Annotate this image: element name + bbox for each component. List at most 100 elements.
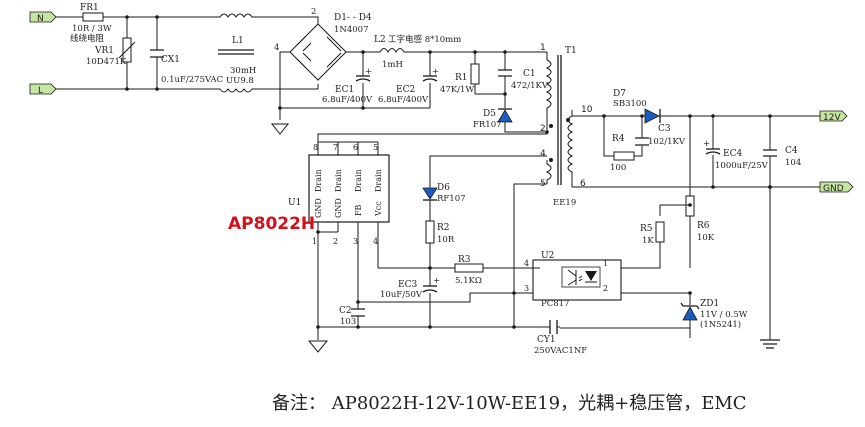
c3-value: 102/1KV (648, 137, 686, 147)
c3-ref: C3 (658, 124, 671, 134)
r2-resistor (425, 220, 435, 244)
r1-ref: R1 (455, 73, 468, 83)
d7-diode (644, 108, 660, 124)
fr1-value: 10R / 3W (72, 24, 112, 34)
u1-pin5: 5 (373, 143, 378, 152)
u1-part-label: AP8022H (228, 214, 315, 234)
c4-value: 104 (785, 158, 801, 168)
terminal-l (29, 83, 57, 95)
footer-note: 备注： AP8022H-12V-10W-EE19，光耦+稳压管，EMC (272, 393, 747, 414)
u2-ref: U2 (541, 251, 554, 261)
u1-pin7: 7 (333, 143, 338, 152)
r5-resistor (655, 221, 665, 243)
l1-ref: L1 (232, 36, 244, 46)
u1-pin8: 8 (313, 143, 318, 152)
fr1-note: 线绕电阻 (70, 33, 105, 44)
l2-desc: 工字电感 8*10mm (388, 34, 461, 45)
ec3-value: 10uF/50V (380, 290, 423, 300)
u2-pin4: 4 (524, 259, 529, 268)
terminal-l-label: L (38, 86, 43, 96)
l2-ref: L2 (374, 35, 386, 45)
d6-value: RF107 (437, 194, 466, 204)
u1-drain-3: Drain (354, 169, 363, 192)
l1-value2: UU9.8 (226, 76, 254, 86)
u1-pin6: 6 (353, 143, 358, 152)
t1-pin6: 6 (580, 179, 586, 189)
l1-value: 30mH (230, 66, 256, 76)
u1-label-vcc: Vcc (374, 201, 383, 217)
d6-ref: D6 (437, 183, 450, 193)
d5-ref: D5 (483, 109, 496, 119)
c1-ref: C1 (523, 69, 536, 79)
bridge-pin4: 4 (274, 43, 279, 53)
d1d4-value: 1N4007 (334, 25, 368, 35)
bridge-pin2: 2 (311, 7, 316, 17)
cy1-value: 250VAC1NF (534, 346, 587, 356)
r5-ref: R5 (640, 224, 653, 234)
ec4-ref: EC4 (723, 149, 742, 159)
t1-core: EE19 (553, 198, 576, 208)
r4-ref: R4 (612, 134, 625, 144)
c1-value: 472/1KV (511, 81, 549, 91)
vr1-ref: VR1 (94, 46, 114, 56)
c4-ref: C4 (785, 146, 798, 156)
d1d4-ref: D1- - D4 (334, 13, 372, 23)
t1-pin2: 2 (540, 124, 546, 134)
d7-ref: D7 (613, 89, 626, 99)
r6-ref: R6 (697, 221, 710, 231)
bridge-rectifier (289, 23, 347, 81)
ec1-value: 6.8uF/400V (322, 95, 373, 105)
cx1-value: 0.1uF/275VAC (161, 75, 223, 85)
d6-diode (422, 187, 438, 200)
r5-value: 1K (642, 236, 654, 246)
r2-ref: R2 (437, 223, 450, 233)
fr1-ref: FR1 (80, 3, 99, 13)
r4-resistor (613, 151, 635, 161)
r6-value: 10K (697, 233, 715, 243)
zd1-value: 11V / 0.5W (700, 310, 748, 320)
t1-pin1: 1 (540, 43, 546, 53)
r3-resistor (454, 263, 484, 273)
transformer-t1 (545, 52, 574, 185)
r1-resistor (470, 63, 480, 85)
terminal-gnd-label: GND (823, 184, 844, 194)
u1-label-fb: FB (354, 204, 363, 216)
u1-label-gnd2: GND (334, 198, 343, 218)
r1-value: 47K/1W (440, 85, 474, 95)
u2-part: PC817 (541, 299, 569, 309)
c2-ref: C2 (339, 306, 352, 316)
r4-value: 100 (610, 163, 626, 173)
ec4-value: 1000uF/25V (715, 161, 769, 171)
u1-drain-2: Drain (334, 169, 343, 192)
u1-ic (308, 154, 390, 223)
ec2-ref: EC2 (396, 85, 415, 95)
l2-value: 1mH (382, 60, 403, 70)
u1-pin3: 3 (353, 237, 358, 246)
ec1-ref: EC1 (335, 85, 354, 95)
u1-drain-4: Drain (374, 169, 383, 192)
d5-value: FR107 (473, 120, 502, 130)
ec3-plus: + (433, 276, 440, 286)
ec1-plus: + (365, 67, 372, 77)
d7-value: SB3100 (613, 99, 647, 109)
ec4-plus: + (703, 139, 710, 149)
terminal-12v (819, 110, 848, 122)
r3-value: 5.1KΩ (455, 276, 482, 286)
u1-pin1: 1 (312, 237, 317, 246)
u1-ref: U1 (288, 198, 301, 208)
terminal-n (29, 11, 57, 23)
ec3-ref: EC3 (398, 280, 417, 290)
u2-pin3: 3 (524, 284, 529, 293)
c2-value: 103 (340, 317, 356, 327)
cy1-ref: CY1 (537, 335, 556, 345)
u2-pin2: 2 (603, 284, 608, 293)
zd1-ref: ZD1 (700, 299, 719, 309)
ec2-plus: + (432, 67, 439, 77)
cx1-ref: CX1 (161, 55, 180, 65)
t1-ref: T1 (565, 46, 577, 56)
t1-pin4: 4 (540, 149, 546, 159)
u1-drain-1: Drain (314, 169, 323, 192)
terminal-12v-label: 12V (823, 113, 841, 123)
primary-ground-icon (270, 123, 290, 135)
